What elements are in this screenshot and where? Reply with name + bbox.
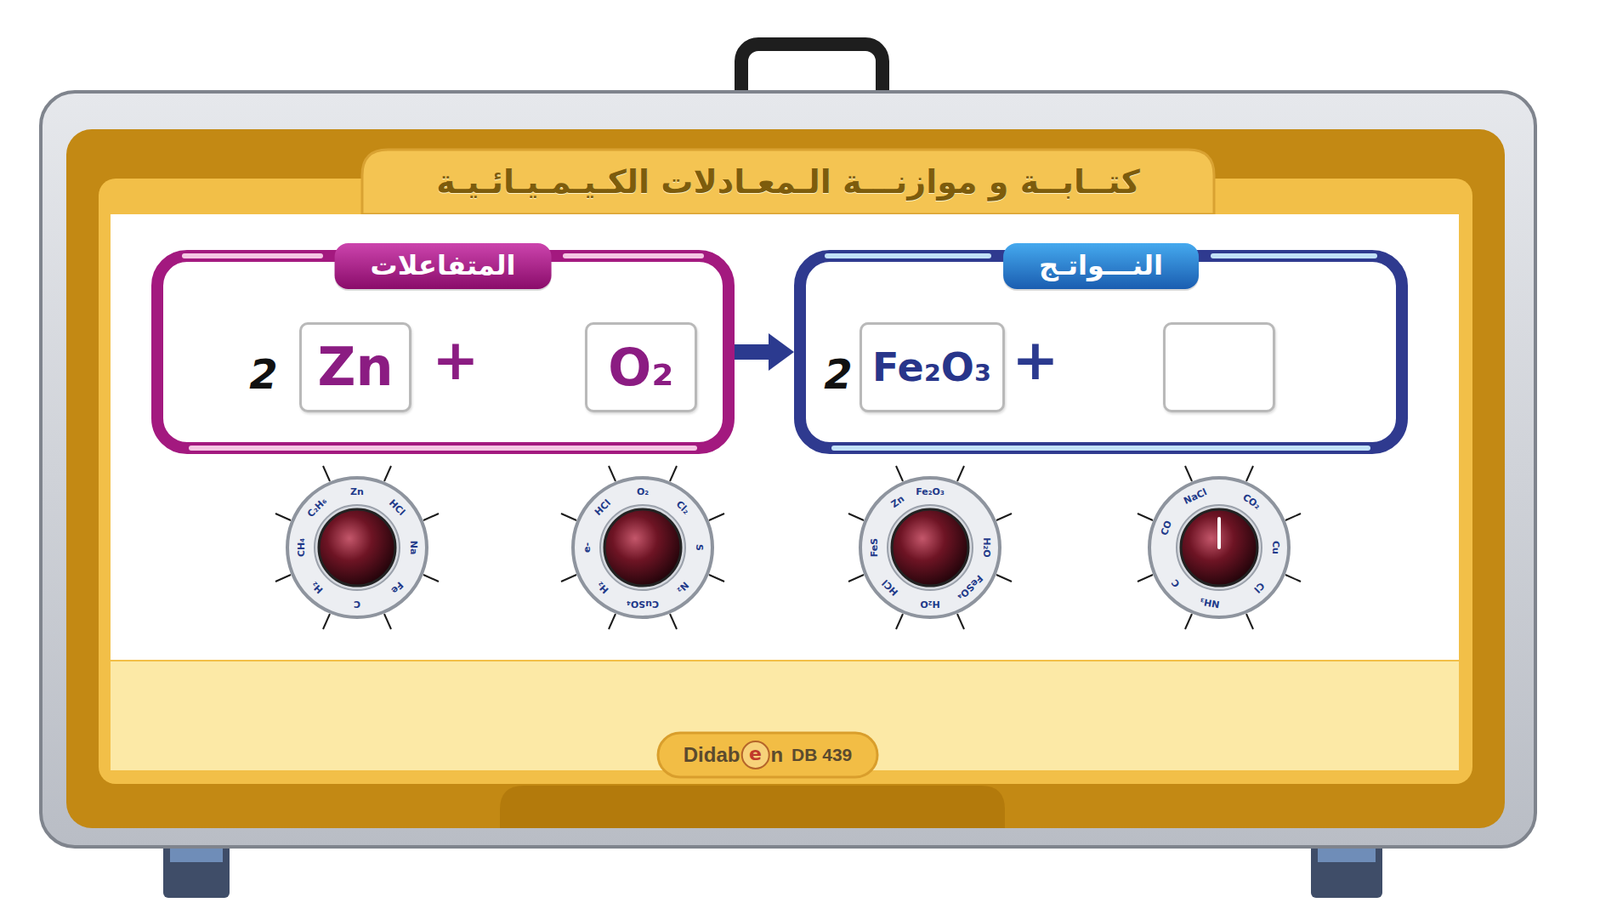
dial-label: S [694,544,704,551]
dial-label: H₂ [595,579,611,596]
side-heading: المتفاعلات [334,243,552,290]
formula-box: Zn [299,322,412,413]
border-band [562,253,704,259]
dial-label: Fe [389,579,405,596]
brand-footer: Didaben DB 439 [683,740,853,770]
plus-sign: + [1011,332,1059,389]
footer-tab [658,732,878,778]
dial-label: C [353,599,361,609]
dial [275,465,439,630]
dial-label: HCl [593,498,613,518]
formula-text: Zn [317,338,393,397]
bottom-tab [499,785,1005,829]
white-area [110,214,1459,660]
formula-text: O₂ [607,339,674,396]
border-band [831,445,1371,451]
arrow-shaft [734,344,770,360]
dial [1137,465,1301,630]
empty-formula-box [1163,322,1276,413]
brand-text: n [770,743,783,767]
coefficient: 2 [249,353,278,395]
border-band [1210,253,1378,259]
dial-label: Na [408,540,419,556]
dial-label: CO [1159,519,1174,537]
title-tab [362,149,1215,215]
formula-box: Fe₂O₃ [859,322,1005,413]
dial-label: C [1170,578,1183,590]
dial-label: Cl₂ [674,499,692,517]
dial-label: CH₄ [296,538,307,557]
brand-logo-letter: e [740,740,770,770]
coefficient: 2 [823,353,852,395]
plus-sign: + [431,332,479,389]
dial-label: Fe₂O₃ [915,487,945,497]
dial-label: Cu [1270,540,1281,555]
dial-label: HCl [386,498,407,518]
brand-text: Didab [683,743,741,767]
equation-side-box: النـــواتـجFe₂O₃ [794,249,1408,454]
yellow-panel [98,178,1473,784]
gold-band [66,129,1505,829]
dial-label: e- [582,542,592,553]
dial-label: NH₃ [1198,596,1220,610]
dial-label: FeS [869,538,880,557]
dial-label: FeSO₄ [955,573,985,602]
formula-text: Fe₂O₃ [872,346,992,390]
dial-label: N₂ [675,579,691,596]
border-band [181,253,324,259]
dial-label: Zn [350,487,364,497]
formula-box: O₂ [584,322,698,413]
side-heading: النـــواتـج [1003,243,1199,290]
reaction-arrow [734,333,795,371]
dial-label: NaCl [1182,487,1209,506]
dial-label: Zn [890,493,907,510]
dial [848,465,1012,630]
dial-label: CO₂ [1241,492,1263,511]
border-band [188,445,698,451]
dial-label: CuSO₄ [626,599,659,609]
dial-label: HCl [880,577,901,597]
dial-label: H₂O [919,599,940,609]
dial-label: H₂O [981,537,992,557]
model-number: DB 439 [791,744,852,766]
dial [561,465,725,630]
dial-label: O₂ [636,487,649,497]
dial-label: Cl [1252,580,1266,595]
dial-label: C₂H₆ [306,496,330,520]
title: كتــابــة و موازنـــة الـمعـادلات الكـيـ… [436,163,1141,201]
dial-label: H₂ [309,579,325,596]
board-frame [40,91,1536,847]
arrow-head [768,333,795,371]
border-band [824,253,992,259]
dial-pointer [1217,518,1221,548]
